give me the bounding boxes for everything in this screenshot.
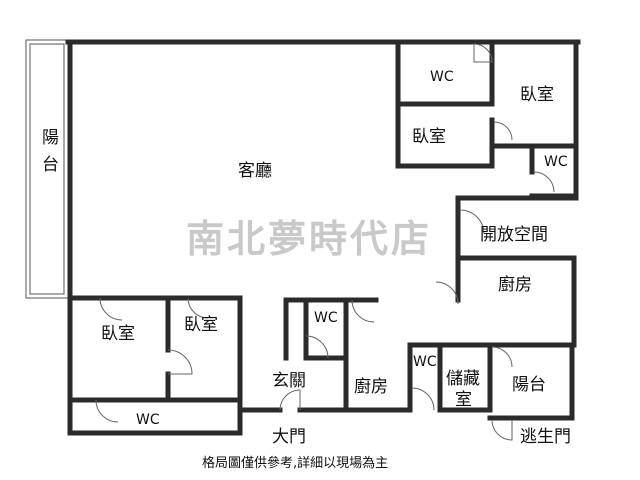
storage-label-1: 儲藏 [446, 369, 480, 389]
bedroom-top-mid-label: 臥室 [412, 127, 446, 147]
escape-door-label: 逃生門 [520, 427, 571, 447]
main-door-label: 大門 [272, 427, 306, 447]
walls [65, 39, 581, 436]
footer-note: 格局圖僅供參考,詳細以現場為主 [202, 455, 388, 471]
balcony-small-label: 陽台 [512, 375, 546, 395]
watermark: 南北夢時代店 [186, 216, 432, 261]
bedroom-bottom-mid-label: 臥室 [184, 315, 218, 335]
storage-label-2: 室 [455, 390, 472, 410]
wc-bottom-left-label: WC [136, 412, 160, 428]
foyer-label: 玄關 [272, 371, 306, 391]
bedroom-bottom-left-label: 臥室 [101, 324, 135, 344]
balcony-main-label-2: 台 [42, 155, 59, 175]
balcony-main-label-1: 陽 [42, 128, 59, 148]
bedroom-top-right-label: 臥室 [520, 85, 554, 105]
wc-center-label: WC [314, 310, 338, 326]
kitchen-center-label: 廚房 [354, 376, 388, 397]
kitchen-right-label: 廚房 [498, 274, 532, 295]
open-space-label: 開放空間 [480, 225, 548, 245]
wc-top-label: WC [430, 69, 454, 85]
wc-right-label: WC [544, 154, 568, 170]
wc-small-label: WC [413, 354, 437, 370]
door-swings [95, 43, 555, 441]
living-room-label: 客廳 [238, 161, 272, 181]
